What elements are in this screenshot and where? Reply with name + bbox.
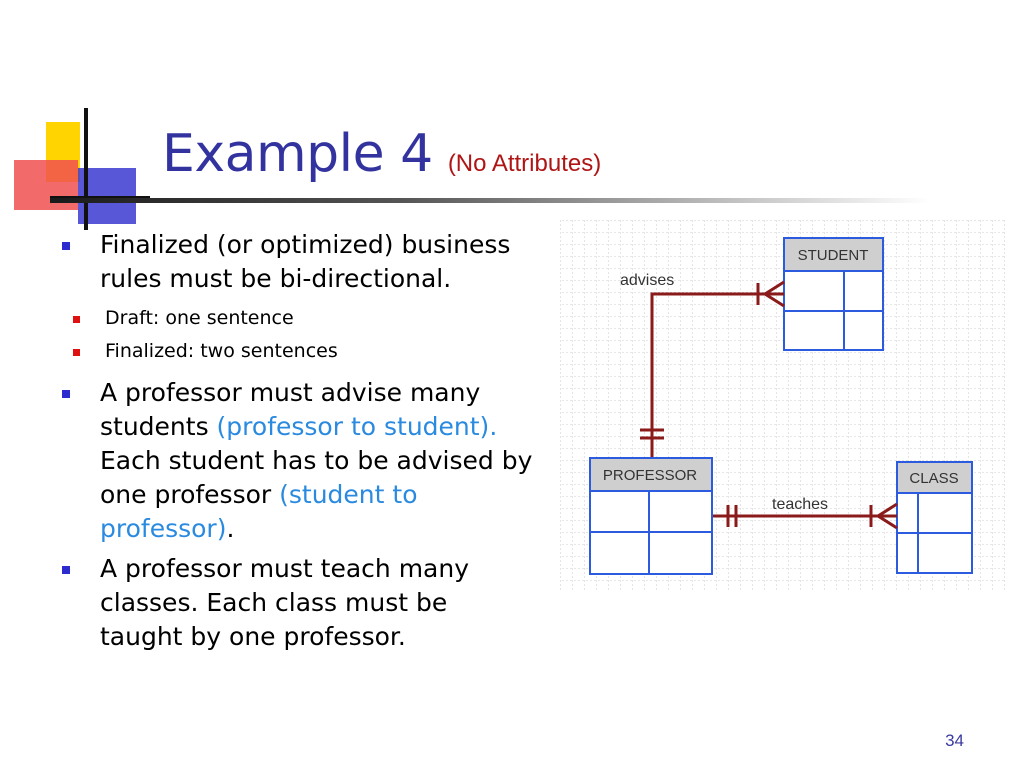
bullet-text-part: Each student has to be advised by one pr… [100, 446, 533, 509]
relationship-advises-label: advises [620, 272, 674, 289]
slide-title: Example 4 (No Attributes) [162, 124, 601, 184]
sub-bullet-text: Finalized: two sentences [105, 340, 338, 362]
bullet-text: A professor must teach many classes. Eac… [100, 554, 470, 651]
bullet-text-part: . [226, 514, 235, 543]
relationship-teaches[interactable] [713, 502, 898, 530]
relationship-teaches-label: teaches [772, 496, 828, 513]
bullet-text-part: A professor must advise many students [100, 378, 481, 441]
page-number: 34 [945, 731, 964, 750]
bullet-text: Finalized (or optimized) business rules … [100, 230, 511, 293]
bullet-item: A professor must teach many classes. Eac… [60, 552, 535, 654]
sub-bullet-square-icon [73, 349, 80, 356]
bullet-item: Finalized (or optimized) business rules … [60, 228, 535, 296]
bullet-square-icon [62, 390, 70, 398]
title-text: Example 4 [162, 124, 433, 184]
sub-bullet-item: Finalized: two sentences [20, 335, 535, 368]
title-divider [50, 198, 930, 203]
sub-bullet-square-icon [73, 316, 80, 323]
relationship-advises[interactable] [640, 280, 785, 457]
sub-bullet-text: Draft: one sentence [105, 307, 294, 329]
entity-class[interactable]: CLASS [896, 461, 973, 574]
sub-bullet-item: Draft: one sentence [20, 302, 535, 335]
bullet-text-highlight: (student to professor) [100, 480, 418, 543]
entity-student[interactable]: STUDENT [783, 237, 884, 351]
entity-professor[interactable]: PROFESSOR [589, 457, 713, 575]
entity-professor-name: PROFESSOR [603, 467, 697, 484]
entity-student-name: STUDENT [798, 247, 869, 264]
bullet-square-icon [62, 242, 70, 250]
bullet-text-highlight: (professor to student). [216, 412, 498, 441]
decorative-logo [14, 108, 150, 230]
er-diagram: STUDENT PROFESSOR CLASS advises tea [560, 220, 1005, 590]
bullet-item: A professor must advise many students (p… [60, 376, 535, 546]
bullet-list: Finalized (or optimized) business rules … [60, 228, 535, 660]
subtitle-text: (No Attributes) [447, 150, 602, 177]
entity-class-name: CLASS [909, 470, 958, 487]
bullet-square-icon [62, 566, 70, 574]
